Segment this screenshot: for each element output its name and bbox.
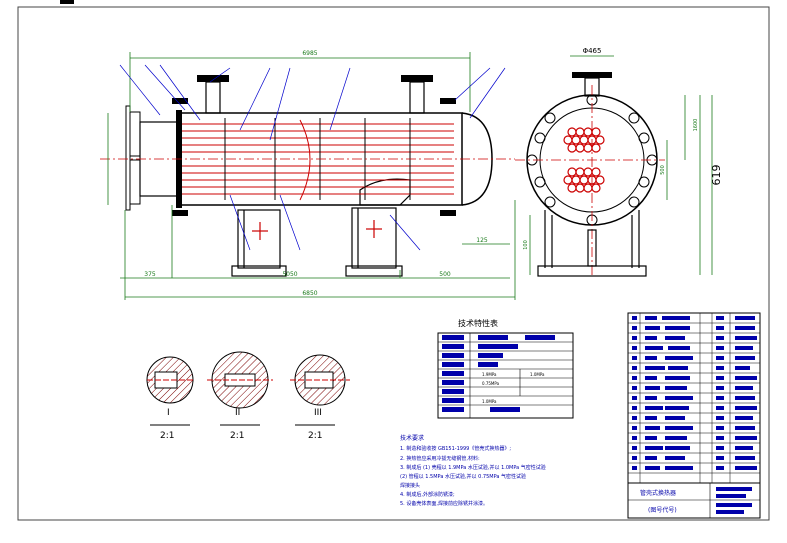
side-dimension-lines: [529, 55, 713, 275]
section-scale-3: 2:1: [308, 431, 322, 441]
requirement-line-3: 3. 制成后 (1) 壳程以 1.9MPa 水压试验,并以 1.0MPa 气密性…: [400, 464, 546, 471]
dim-top: 6985: [302, 50, 317, 57]
side-dim-diameter: Φ465: [583, 47, 602, 55]
parts-list-redacted: [632, 316, 757, 470]
section-scale-2: 2:1: [230, 431, 244, 441]
requirement-line-5: 焊接接头: [400, 482, 420, 489]
flange-left-bottom: [129, 159, 141, 205]
dim-bottom-3: 500: [439, 271, 451, 278]
section-scale-1: 2:1: [160, 431, 174, 441]
dim-bottom-total: 6850: [302, 290, 317, 297]
spec-val-2: 1.0MPa: [530, 372, 545, 377]
requirement-line-1: 1. 制造和验收按 GB151-1999《管壳式换热器》;: [400, 445, 511, 452]
drawing-frame: [17, 6, 770, 521]
nozzle-top-right-flange: [401, 75, 433, 82]
spec-table-title: 技术特性表: [458, 318, 498, 328]
spec-val-4: 1.0MPa: [482, 399, 497, 404]
bottom-outlet: [359, 178, 411, 206]
front-view: 6985 375 5050 500 6850 125: [100, 50, 516, 300]
side-dim-1: 1600: [693, 119, 699, 132]
saddle-support-right: [345, 207, 403, 277]
spec-table: 技术特性表 1.9MPa 1.0MPa 0.75MPa 1.0MPa: [437, 318, 574, 419]
section-roman-2: II: [235, 408, 240, 418]
section-roman-3: III: [314, 408, 322, 418]
side-top-flange: [572, 72, 612, 78]
u-bend: [299, 119, 311, 201]
frame-corner-mark: [60, 0, 74, 4]
requirement-line-4: (2) 管程以 1.5MPa 水压试验,并以 0.75MPa 气密性试验: [400, 473, 526, 480]
dimension-lines-front: [107, 52, 516, 300]
requirements-title: 技术要求: [400, 434, 424, 442]
requirement-line-6: 4. 制成后,外部涂防锈漆;: [400, 491, 455, 498]
side-view: Φ465 619 1600 500 100: [515, 47, 723, 277]
side-dim-3: 100: [523, 240, 529, 250]
flange-left-outer: [125, 105, 131, 211]
tech-requirements: 技术要求 1. 制造和验收按 GB151-1999《管壳式换热器》; 2. 换热…: [400, 434, 546, 507]
spec-val-1: 1.9MPa: [482, 372, 497, 377]
title-block-redacted: [716, 487, 752, 514]
title-block-drawing-no: (图号代号): [648, 506, 677, 514]
spec-table-redacted: [442, 335, 555, 412]
section-detail-2: II 2:1: [207, 351, 273, 441]
dim-side: 125: [476, 237, 488, 244]
side-dim-height: 619: [710, 165, 723, 186]
side-centre-lines: [515, 85, 665, 275]
spec-val-3: 0.75MPa: [482, 381, 500, 386]
dim-bottom-1: 375: [144, 271, 156, 278]
flange-left-top: [129, 111, 141, 157]
dim-bottom-2: 5050: [282, 271, 297, 278]
section-detail-1: I 2:1: [146, 356, 194, 441]
nozzle-top-right: [409, 81, 425, 114]
nozzle-top-left-flange: [197, 75, 229, 82]
title-block: 管壳式换热器 (图号代号): [627, 482, 761, 519]
section-roman-1: I: [167, 408, 170, 418]
nozzle-top-left: [205, 81, 221, 114]
section-detail-3: III 2:1: [290, 354, 350, 441]
requirement-line-2: 2. 换热管应采用冷拔无缝钢管,材料:: [400, 455, 480, 462]
side-support: [537, 210, 647, 277]
tube-bundle: [182, 123, 454, 195]
bolt-group: [172, 98, 456, 216]
parts-list: [627, 312, 761, 484]
side-dim-2: 500: [660, 165, 666, 175]
saddle-support-left: [231, 209, 287, 277]
requirement-line-7: 5. 设备壳体表面,焊接前应除锈并涂漆。: [400, 500, 488, 507]
leader-lines: [119, 64, 506, 251]
title-block-name: 管壳式换热器: [640, 489, 676, 497]
